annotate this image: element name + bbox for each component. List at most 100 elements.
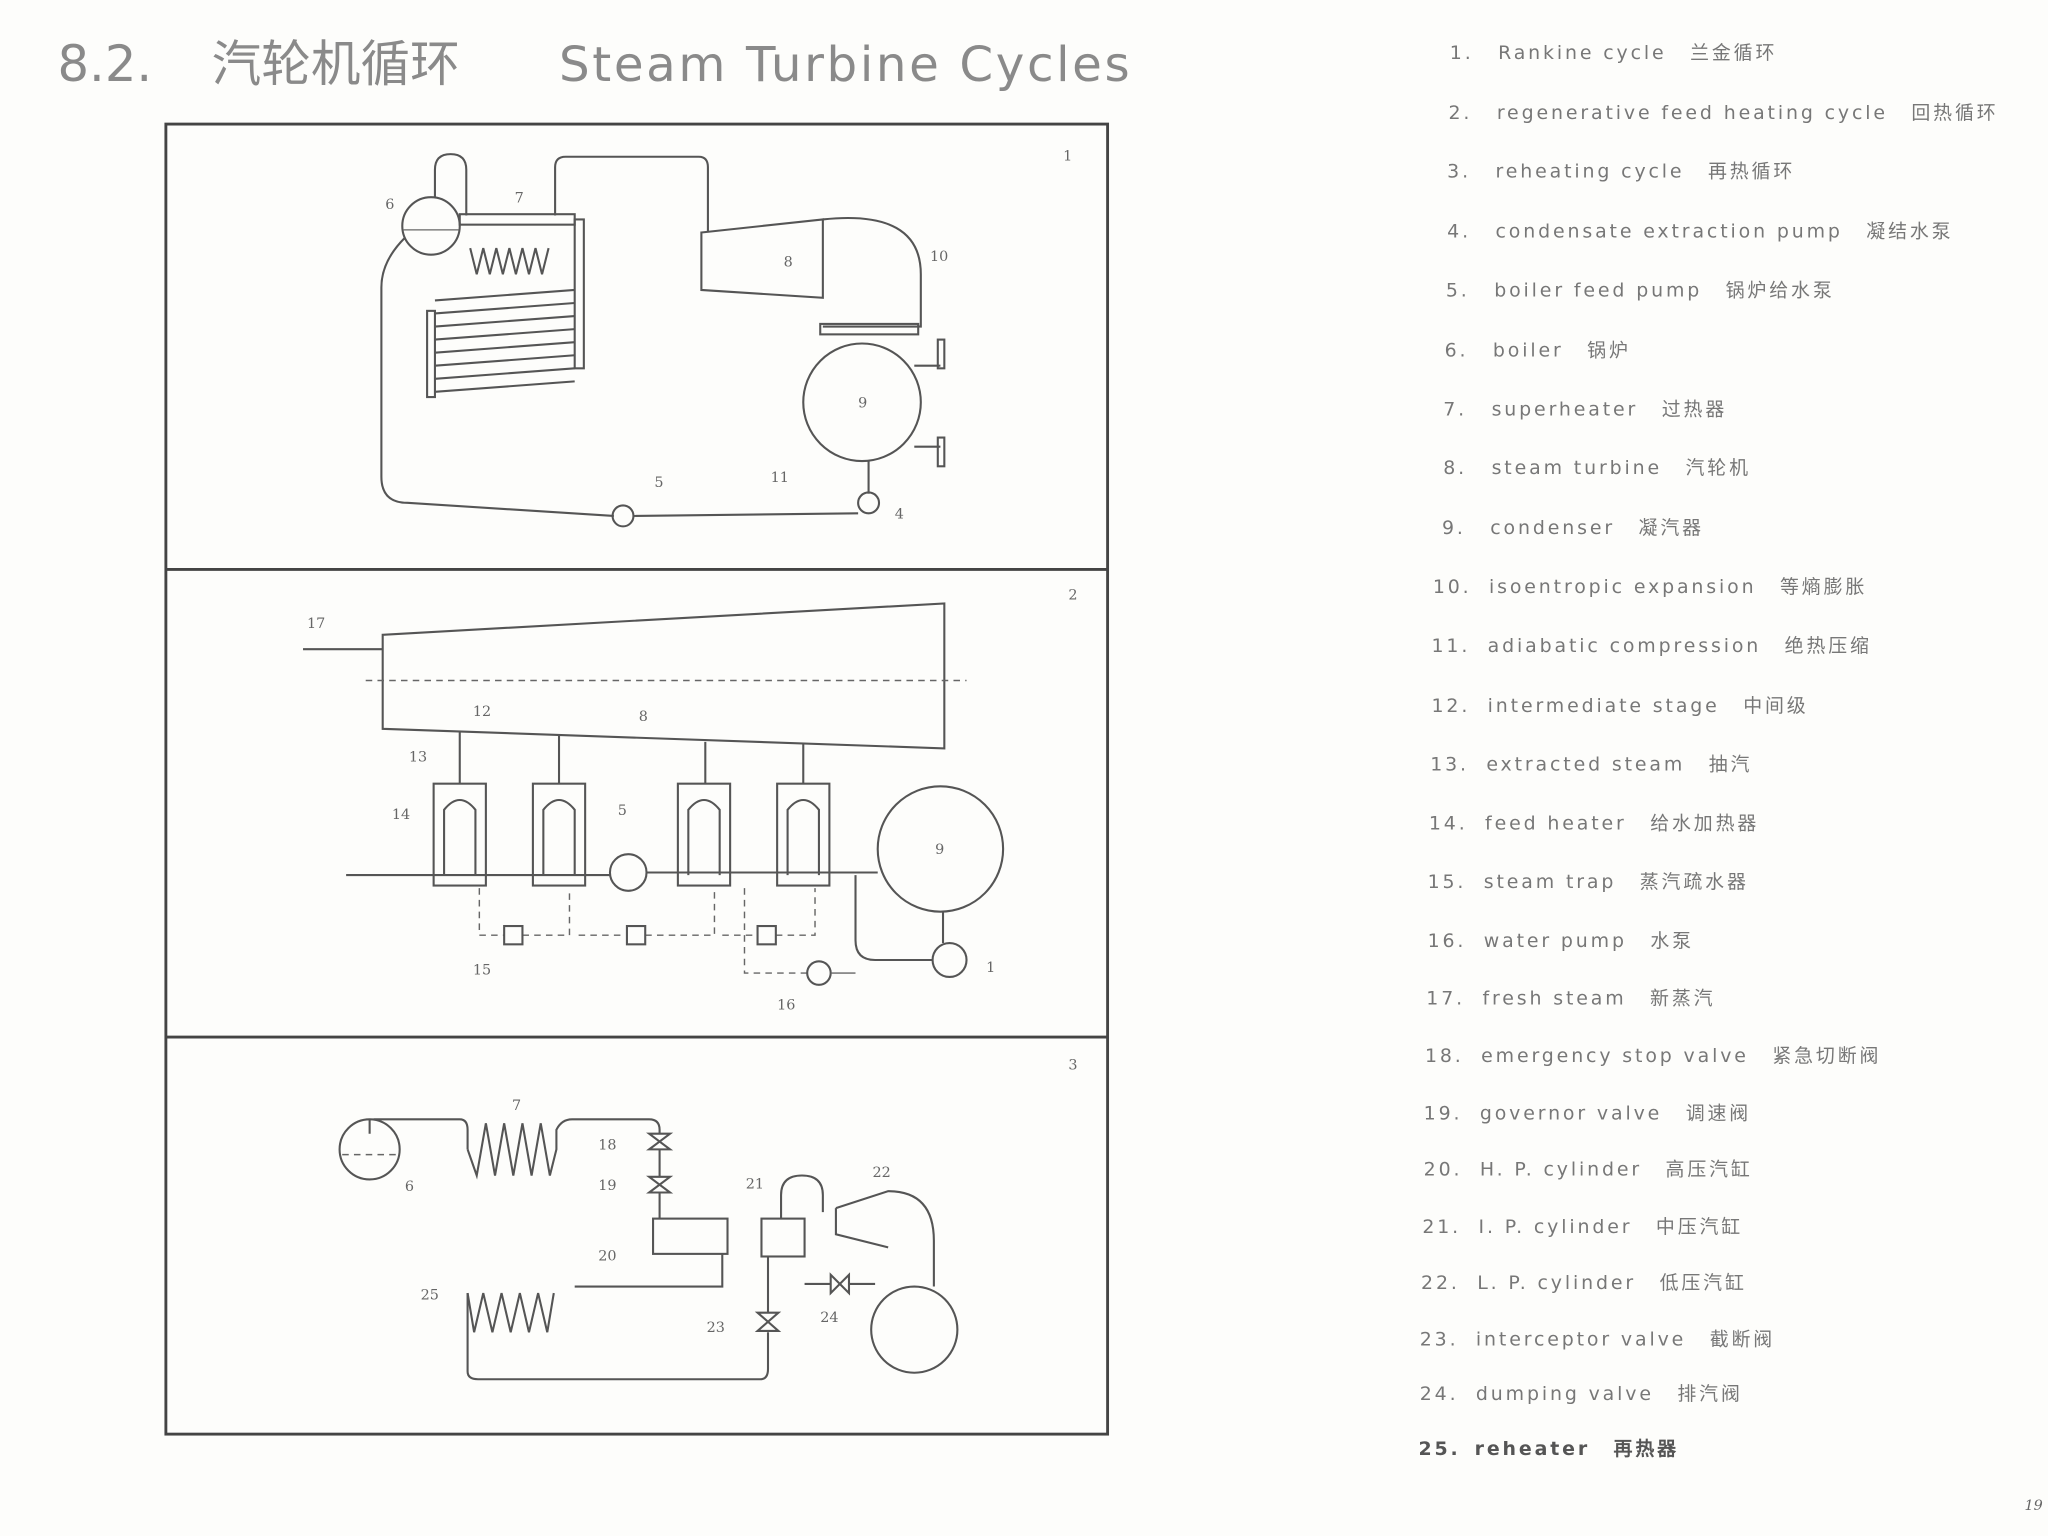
legend-number: 14.	[1429, 812, 1468, 834]
legend-chinese: 汽轮机	[1686, 457, 1751, 479]
legend-english: extracted steam	[1486, 754, 1685, 776]
legend-english: H. P. cylinder	[1480, 1159, 1642, 1181]
superheater-coil	[469, 247, 550, 275]
legend-chinese: 蒸汽疏水器	[1640, 871, 1749, 893]
legend-number: 7.	[1443, 398, 1467, 420]
page-title: 8.2. 汽轮机循环 Steam Turbine Cycles	[57, 35, 1132, 93]
label-16: 16	[777, 998, 795, 1014]
label-5: 5	[618, 803, 627, 819]
water-pump	[931, 941, 968, 979]
label-18: 18	[598, 1137, 616, 1153]
legend-english: steam trap	[1484, 871, 1617, 893]
condenser	[876, 785, 1005, 913]
legend-number: 10.	[1433, 576, 1472, 598]
legend-english: adiabatic compression	[1488, 635, 1761, 657]
legend-english: condensate extraction pump	[1496, 221, 1843, 243]
legend-english: reheating cycle	[1496, 161, 1685, 183]
panel-reheating-cycle: 3 7 6 18 19 21 22 20 25 23 24	[338, 1058, 1078, 1381]
legend-english: steam turbine	[1492, 457, 1662, 479]
label-23: 23	[707, 1320, 725, 1336]
label-15: 15	[473, 962, 491, 978]
feed-heaters	[432, 782, 831, 887]
legend-number: 16.	[1428, 930, 1467, 952]
label-20: 20	[598, 1248, 616, 1264]
label-10: 10	[930, 249, 948, 265]
legend-english: boiler feed pump	[1494, 279, 1702, 301]
legend-chinese: 回热循环	[1911, 102, 1998, 124]
stop-valve	[646, 1132, 674, 1151]
legend-english: I. P. cylinder	[1479, 1216, 1633, 1238]
legend-english: water pump	[1484, 930, 1627, 952]
legend-english: Rankine cycle	[1498, 42, 1666, 64]
legend-number: 8.	[1443, 457, 1467, 479]
dumping-valve	[829, 1272, 851, 1296]
legend-chinese: 抽汽	[1709, 754, 1753, 776]
legend-number: 15.	[1428, 871, 1467, 893]
extraction-pump	[857, 491, 881, 515]
title-english: Steam Turbine Cycles	[559, 37, 1132, 93]
legend-chinese: 绝热压缩	[1785, 635, 1872, 657]
legend-english: interceptor valve	[1476, 1328, 1686, 1350]
legend-english: feed heater	[1485, 812, 1627, 834]
legend-english: boiler	[1493, 340, 1564, 362]
label-13: 13	[409, 749, 427, 765]
label-12: 12	[473, 704, 491, 720]
feed-pump	[611, 504, 635, 528]
legend-number: 11.	[1432, 635, 1471, 657]
boiler-tubes	[434, 288, 575, 393]
legend-item: 8. steam turbine 汽轮机	[1443, 457, 1751, 479]
legend-item: 6. boiler 锅炉	[1445, 340, 1631, 362]
ip-cylinder	[760, 1217, 806, 1258]
legend-number: 6.	[1445, 340, 1469, 362]
legend-chinese: 锅炉给水泵	[1726, 279, 1835, 301]
label-24: 24	[820, 1310, 838, 1326]
section-number: 8.2.	[57, 35, 152, 93]
label-17: 17	[307, 616, 325, 632]
legend-chinese: 中压汽缸	[1656, 1216, 1743, 1238]
legend-english: regenerative feed heating cycle	[1497, 102, 1888, 124]
legend-english: intermediate stage	[1488, 695, 1720, 717]
governor-valve	[646, 1175, 674, 1194]
legend-chinese: 新蒸汽	[1650, 987, 1715, 1009]
reheater-coil	[466, 1292, 555, 1333]
panel-number: 1	[1063, 149, 1072, 165]
legend-chinese: 过热器	[1662, 398, 1727, 420]
legend-number: 22.	[1421, 1272, 1460, 1294]
legend-chinese: 凝汽器	[1639, 517, 1704, 539]
hp-cylinder	[652, 1217, 729, 1255]
legend-chinese: 等熵膨胀	[1780, 576, 1867, 598]
condenser	[870, 1285, 959, 1374]
page-number: 19	[2024, 1498, 2042, 1514]
label-4: 4	[895, 507, 904, 523]
legend-number: 12.	[1432, 695, 1471, 717]
panel-number: 3	[1068, 1058, 1077, 1074]
legend-number: 4.	[1447, 221, 1471, 243]
label-6: 6	[385, 197, 394, 213]
legend-chinese: 截断阀	[1710, 1328, 1775, 1350]
legend-number: 19.	[1424, 1102, 1463, 1124]
condenser	[802, 342, 922, 463]
legend-number: 17.	[1426, 987, 1465, 1009]
superheater-coil	[466, 1118, 661, 1180]
lp-cylinder	[834, 1190, 935, 1287]
label-9: 9	[858, 396, 867, 412]
legend-chinese: 低压汽缸	[1660, 1272, 1747, 1294]
legend-chinese: 水泵	[1650, 930, 1694, 952]
legend-chinese: 紧急切断阀	[1772, 1045, 1881, 1067]
label-7: 7	[512, 1098, 521, 1114]
title-chinese: 汽轮机循环	[212, 35, 460, 93]
label-1: 1	[986, 960, 995, 976]
legend-chinese: 锅炉	[1587, 340, 1631, 362]
legend-chinese: 高压汽缸	[1666, 1159, 1753, 1181]
legend-english: emergency stop valve	[1481, 1045, 1749, 1067]
